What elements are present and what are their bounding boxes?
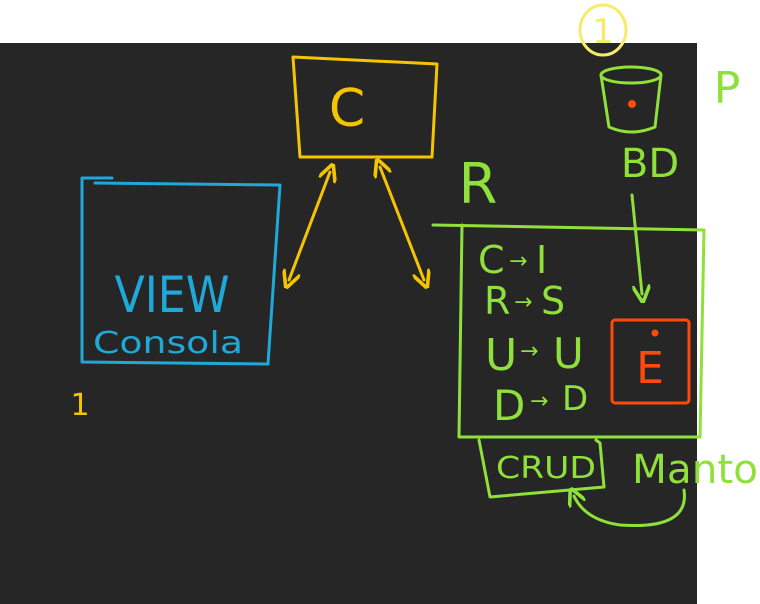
view-subtitle: Consola (93, 326, 243, 361)
crud-box-label: CRUD (496, 451, 596, 486)
db-entity-arrow (630, 193, 642, 294)
crud-row-right: U (553, 329, 584, 378)
view-note: 1 (70, 388, 89, 423)
controller-badge-text: 1 (592, 12, 614, 52)
crud-box: CRUD (477, 438, 606, 499)
controller-box: C (291, 55, 439, 159)
arrow-icon: → (520, 339, 538, 364)
entity-box: E (610, 318, 691, 405)
crud-row-right: S (541, 279, 565, 323)
controller-badge: 1 (578, 3, 628, 57)
crud-row-right: D (562, 379, 588, 419)
view-title: VIEW (115, 266, 230, 324)
model-corner-label: P (714, 63, 741, 114)
controller-repo-arrow (380, 167, 424, 280)
crud-row: D → D (493, 379, 588, 430)
crud-mapping-list: C → I R → S U → U D → D (478, 238, 588, 430)
db-label: BD (621, 141, 679, 187)
arrow-icon: → (514, 290, 532, 315)
crud-row-left: C (478, 238, 505, 282)
entity-label: E (636, 343, 664, 394)
crud-row: C → I (478, 238, 547, 282)
manto-crud-arrow (574, 490, 686, 528)
crud-row: U → U (485, 329, 584, 381)
controller-view-arrow (289, 172, 330, 280)
crud-row-left: U (485, 330, 517, 381)
arrow-icon: → (530, 389, 548, 414)
database-cylinder-icon (599, 65, 663, 134)
dark-canvas (0, 43, 697, 604)
crud-row: R → S (484, 279, 565, 323)
crud-row-left: D (493, 381, 525, 430)
crud-row-left: R (484, 279, 510, 323)
manto-label: Manto (632, 447, 758, 493)
repository-box (431, 223, 706, 439)
view-box: VIEW Consola (80, 176, 282, 366)
crud-row-right: I (536, 238, 547, 282)
repo-label: R (459, 152, 498, 217)
controller-label: C (329, 79, 365, 139)
arrow-icon: → (509, 249, 527, 274)
